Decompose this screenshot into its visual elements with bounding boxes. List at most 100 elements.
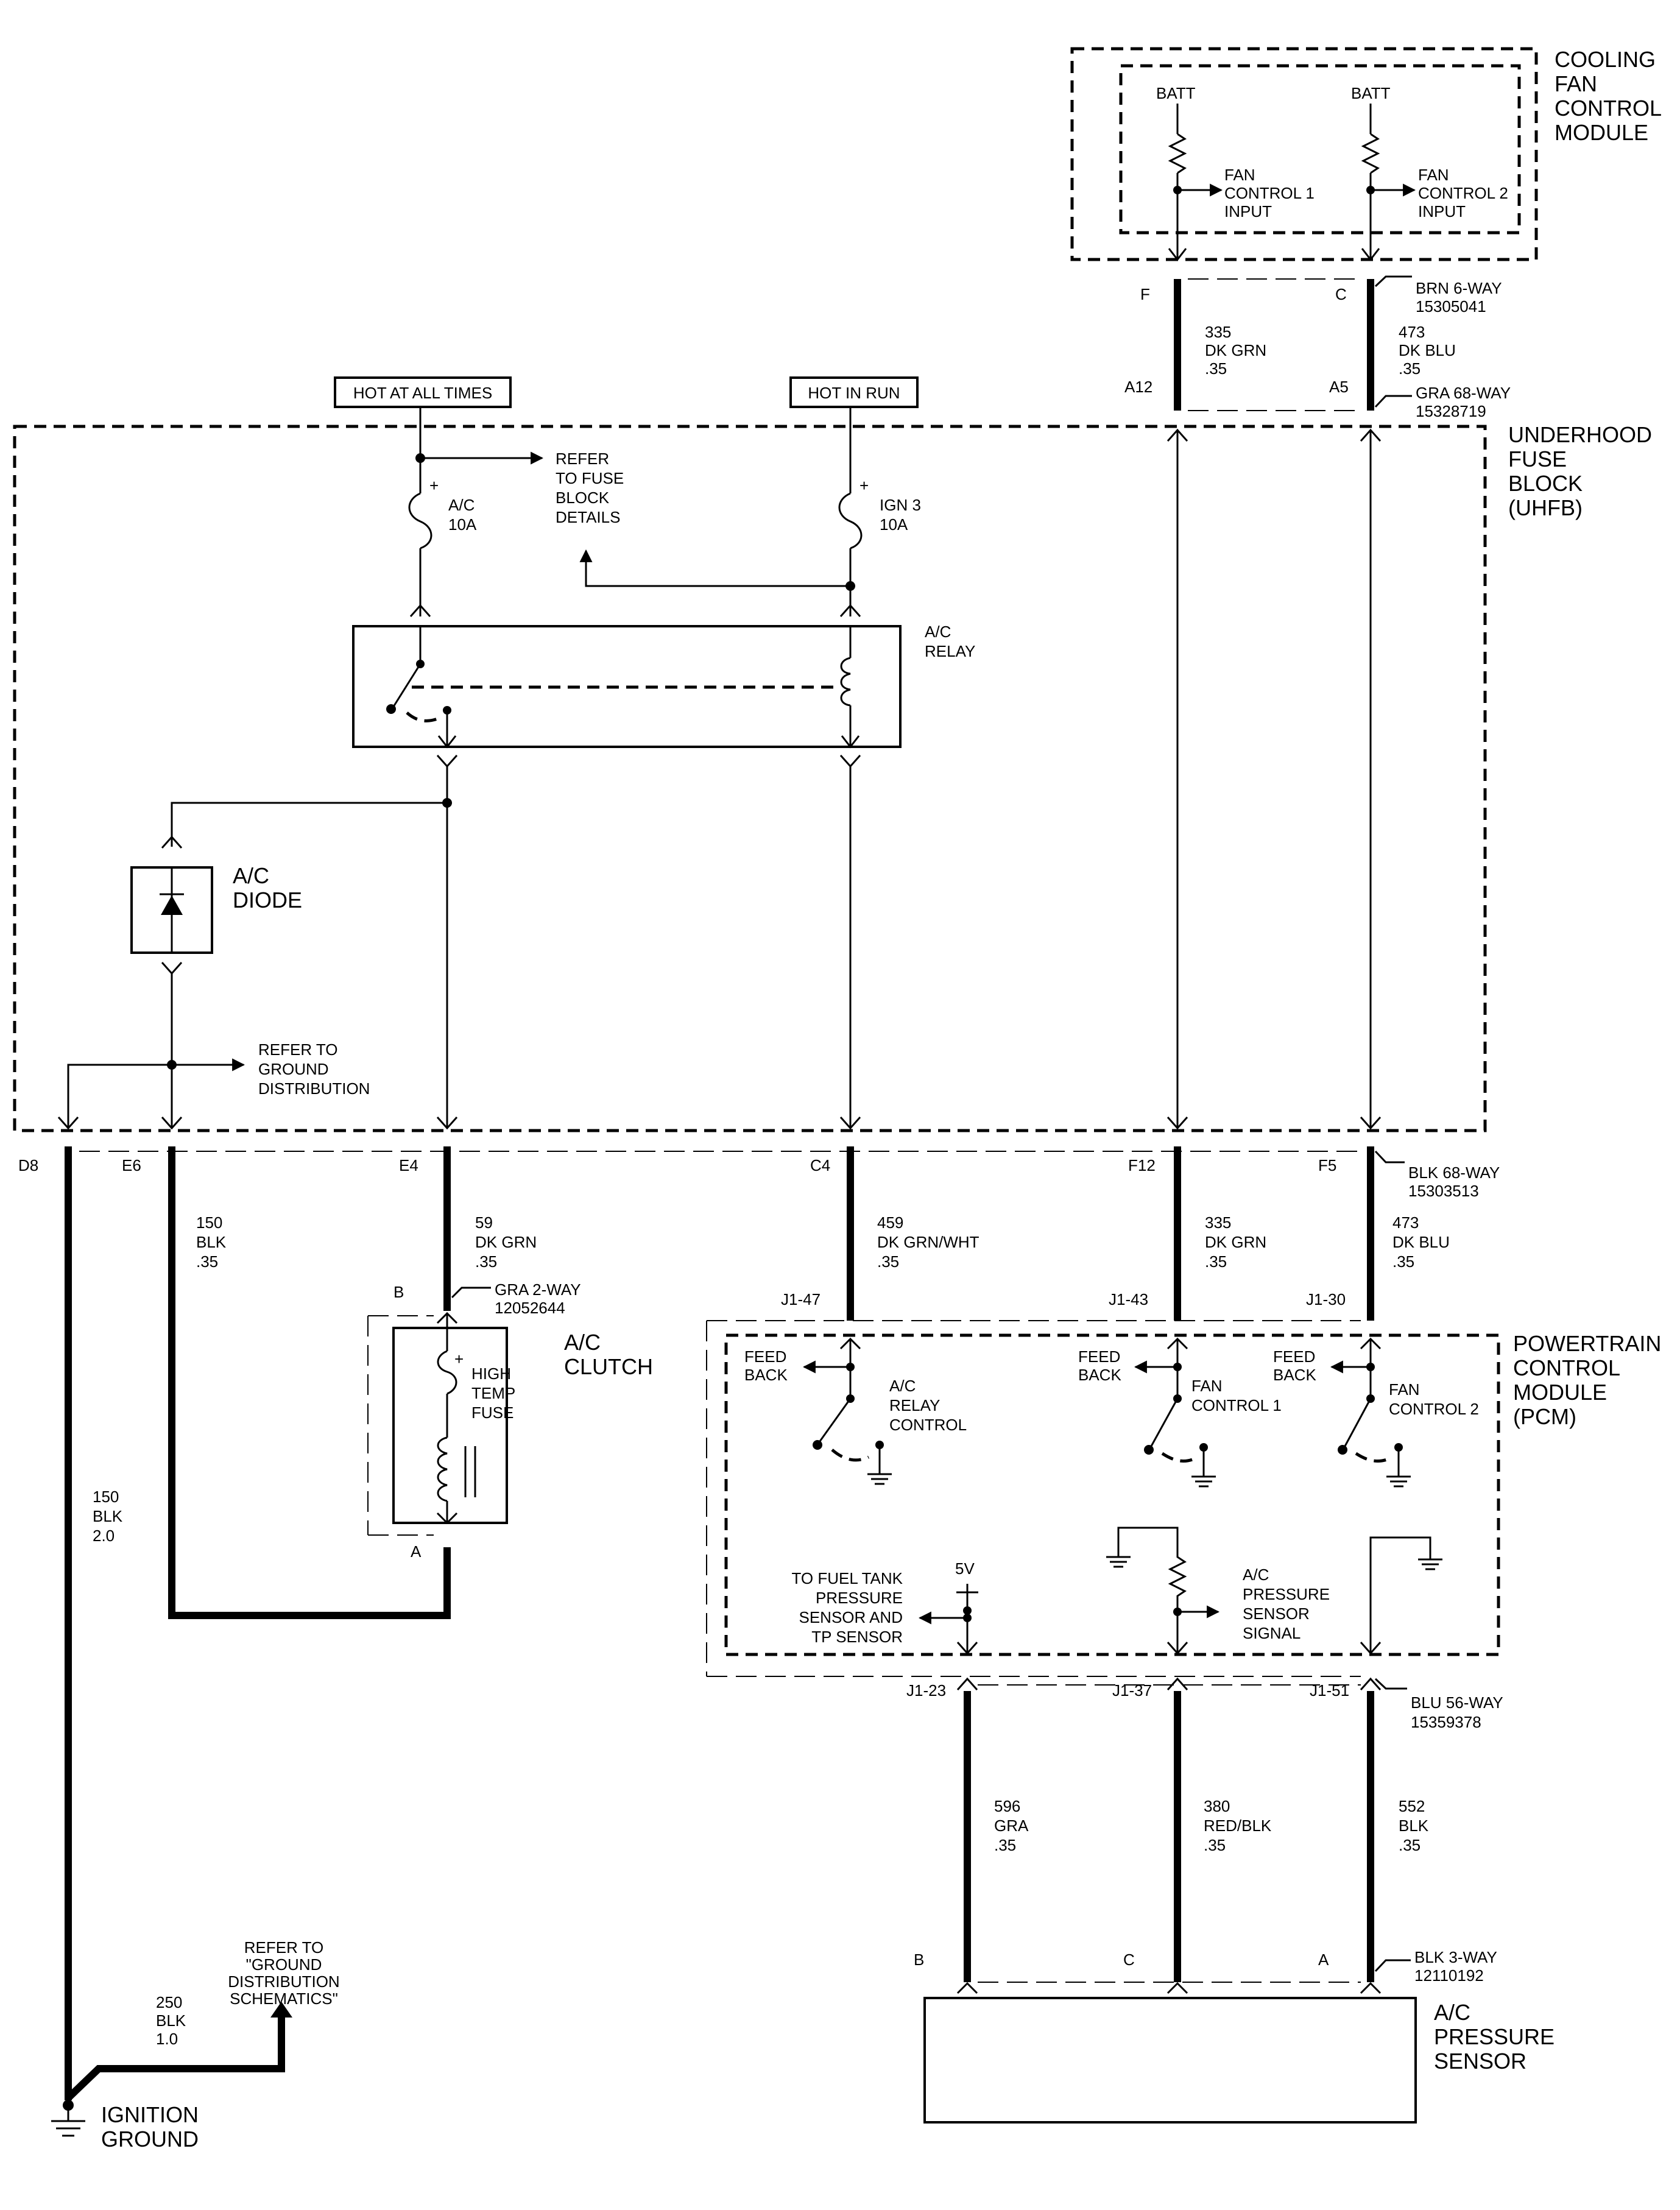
ground-schematics-1: REFER TO xyxy=(244,1938,324,1957)
cooling-fan-module-label-3: CONTROL xyxy=(1555,96,1662,121)
fan-control-2-1: FAN xyxy=(1389,1380,1420,1399)
wire-596-3: .35 xyxy=(994,1836,1016,1854)
ac-relay-label-2: RELAY xyxy=(925,642,975,660)
uhfb-label-2: FUSE xyxy=(1508,447,1567,471)
ign3-fuse-plus: + xyxy=(859,476,869,495)
gra2-connector-1: GRA 2-WAY xyxy=(495,1280,581,1299)
refer-fuse-block-2: TO FUSE xyxy=(556,469,624,487)
fan-control-1-1: FAN xyxy=(1191,1377,1223,1395)
fuel-tank-ref-3: SENSOR AND xyxy=(799,1608,903,1626)
uhfb-label-4: (UHFB) xyxy=(1508,495,1583,520)
wire-335-bot-3: .35 xyxy=(1205,1252,1227,1271)
relay-control-1: A/C xyxy=(889,1377,916,1395)
wire-150-d8-3: 2.0 xyxy=(93,1527,115,1545)
ac-fuse-plus: + xyxy=(429,476,439,495)
wire-59-1: 59 xyxy=(475,1213,493,1232)
fuel-tank-ref-2: PRESSURE xyxy=(816,1589,903,1607)
pin-F12: F12 xyxy=(1128,1156,1156,1174)
ac-diode-label-1: A/C xyxy=(233,863,269,888)
wire-473-bot-2: DK BLU xyxy=(1392,1233,1450,1251)
brn6-connector-1: BRN 6-WAY xyxy=(1416,279,1502,297)
batt-label-2: BATT xyxy=(1351,84,1391,102)
ac-relay-box xyxy=(352,625,902,748)
high-temp-fuse-1: HIGH xyxy=(471,1364,511,1383)
pin-A5: A5 xyxy=(1329,378,1349,396)
wire-380-3: .35 xyxy=(1204,1836,1226,1854)
v5-label: 5V xyxy=(955,1559,975,1578)
ac-clutch-label-2: CLUTCH xyxy=(564,1354,653,1379)
pin-A12: A12 xyxy=(1124,378,1152,396)
uhfb-bottom-connector: D8 E6 E4 C4 F12 F5 BLK 68-WAY 15303513 xyxy=(18,1150,1500,1200)
wire-335-top-2: DK GRN xyxy=(1205,341,1266,359)
uhfb-label-1: UNDERHOOD xyxy=(1508,422,1652,447)
fan2-feedback-2: BACK xyxy=(1273,1366,1316,1384)
wire-150-e6-2: BLK xyxy=(196,1233,227,1251)
ac-pressure-sensor-label-2: PRESSURE xyxy=(1434,2024,1555,2049)
wire-150-d8-1: 150 xyxy=(93,1488,119,1506)
clutch-fuse-plus: + xyxy=(454,1350,464,1368)
fan2-feedback-1: FEED xyxy=(1273,1347,1315,1366)
wire-250-3: 1.0 xyxy=(156,2030,178,2048)
cooling-fan-module-label-4: MODULE xyxy=(1555,120,1648,145)
wire-380-1: 380 xyxy=(1204,1797,1230,1815)
ac-clutch-label-1: A/C xyxy=(564,1330,601,1355)
wire-380-2: RED/BLK xyxy=(1204,1816,1272,1835)
pull-resistor-icon xyxy=(1168,1535,1187,1653)
uhfb-label-3: BLOCK xyxy=(1508,471,1583,496)
pin-J1-51: J1-51 xyxy=(1310,1681,1349,1700)
wire-335-top-3: .35 xyxy=(1205,359,1227,378)
fan-control-1-input-2: CONTROL 1 xyxy=(1224,184,1315,202)
high-temp-fuse-icon xyxy=(437,1350,457,1395)
fan1-feedback-2: BACK xyxy=(1078,1366,1121,1384)
pcm-label-2: CONTROL xyxy=(1513,1355,1620,1380)
relay-coil-icon xyxy=(840,657,851,707)
ac-diode-label-2: DIODE xyxy=(233,888,302,913)
wire-150-blk-e6 xyxy=(168,1146,451,1619)
blk3-connector-2: 12110192 xyxy=(1414,1966,1484,1985)
fan-module-wires: F C A12 A5 BRN 6-WAY 15305041 335 DK GRN… xyxy=(1124,275,1511,420)
fan-control-2-input-1: FAN xyxy=(1418,166,1449,184)
power-sources: HOT AT ALL TIMES HOT IN RUN xyxy=(334,376,919,408)
refer-fuse-block-3: BLOCK xyxy=(556,489,610,507)
pin-J1-30: J1-30 xyxy=(1306,1290,1346,1308)
resistor-1-icon xyxy=(1168,133,1187,174)
wire-473-top-2: DK BLU xyxy=(1399,341,1456,359)
pin-J1-43: J1-43 xyxy=(1109,1290,1148,1308)
ac-fuse-label-1: A/C xyxy=(448,496,475,514)
wire-harness: 150 BLK 2.0 150 BLK .35 59 DK GRN .35 45… xyxy=(65,1146,1450,2100)
gra68-connector-1: GRA 68-WAY xyxy=(1416,384,1511,402)
underhood-fuse-block: UNDERHOOD FUSE BLOCK (UHFB) REFER TO FUS… xyxy=(13,407,1652,1132)
wire-473-top-1: 473 xyxy=(1399,323,1425,341)
resistor-2-icon xyxy=(1361,133,1380,174)
fuel-tank-ref-4: TP SENSOR xyxy=(811,1628,903,1646)
ground-icon xyxy=(867,1473,892,1485)
ac-relay-label-1: A/C xyxy=(925,623,951,641)
ground-icon xyxy=(1106,1527,1179,1568)
wire-59-3: .35 xyxy=(475,1252,497,1271)
pin-C-top: C xyxy=(1335,285,1347,303)
ac-clutch: B GRA 2-WAY 12052644 A/C CLUTCH + HIGH T… xyxy=(367,1280,653,1561)
relay-switch-icon xyxy=(392,663,422,707)
pin-B-sensor: B xyxy=(914,1951,924,1969)
wire-250-blk xyxy=(65,2016,285,2101)
pin-F: F xyxy=(1140,285,1150,303)
pressure-signal-2: PRESSURE xyxy=(1243,1585,1330,1603)
cooling-fan-control-module: COOLING FAN CONTROL MODULE BATT FAN CONT… xyxy=(1070,47,1662,261)
wire-473-bot-3: .35 xyxy=(1392,1252,1414,1271)
pcm-label-4: (PCM) xyxy=(1513,1404,1576,1429)
wire-552-2: BLK xyxy=(1399,1816,1429,1835)
wire-596-1: 596 xyxy=(994,1797,1020,1815)
pressure-signal-1: A/C xyxy=(1243,1566,1269,1584)
wire-250-2: BLK xyxy=(156,2011,186,2030)
gra2-connector-2: 12052644 xyxy=(495,1299,565,1317)
pin-D8: D8 xyxy=(18,1156,38,1174)
ignition-ground: REFER TO "GROUND DISTRIBUTION SCHEMATICS… xyxy=(51,1938,340,2152)
cooling-fan-module-label-1: COOLING xyxy=(1555,47,1656,72)
wire-596-2: GRA xyxy=(994,1816,1029,1835)
pin-C4: C4 xyxy=(810,1156,830,1174)
ignition-ground-label-2: GROUND xyxy=(101,2127,199,2152)
wire-459-3: .35 xyxy=(877,1252,899,1271)
ground-icon xyxy=(51,2105,85,2137)
blu56-connector-1: BLU 56-WAY xyxy=(1411,1693,1503,1712)
